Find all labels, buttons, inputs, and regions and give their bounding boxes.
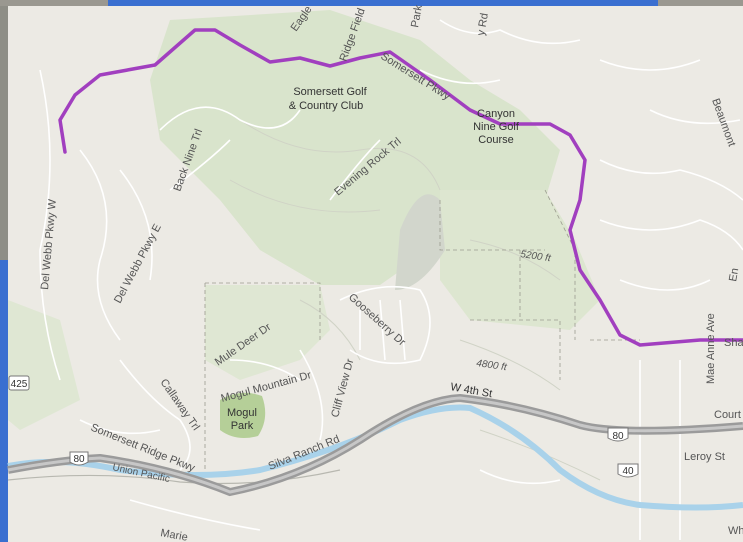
open-space-west bbox=[8, 300, 80, 430]
truckee-river bbox=[7, 404, 743, 511]
imagery-strip-top-right bbox=[658, 0, 743, 6]
label-canyon: Canyon bbox=[477, 108, 515, 120]
label-court: Court bbox=[714, 409, 741, 421]
label-marie: Marie bbox=[159, 527, 188, 542]
highlighted-route[interactable] bbox=[58, 28, 743, 347]
label-country-club: & Country Club bbox=[289, 100, 364, 112]
shield-sr425: 425 bbox=[8, 375, 30, 391]
interstate-80-center bbox=[7, 396, 743, 494]
label-en: En bbox=[727, 267, 741, 282]
label-elev-5200: 5200 ft bbox=[520, 249, 553, 264]
shield-us40: 40 bbox=[617, 463, 639, 478]
label-leroy: Leroy St bbox=[684, 451, 725, 463]
shield-i80-right: 80 bbox=[607, 427, 629, 442]
open-space-south bbox=[205, 285, 330, 380]
svg-text:80: 80 bbox=[73, 454, 85, 465]
label-park: Park bbox=[409, 4, 425, 29]
label-mae-anne: Mae Anne Ave bbox=[705, 313, 717, 384]
golf-course-area bbox=[150, 10, 560, 285]
label-nine-golf: Nine Golf bbox=[473, 121, 520, 133]
shield-i80-left: 80 bbox=[69, 451, 89, 466]
svg-text:40: 40 bbox=[622, 466, 634, 477]
label-somersett-golf: Somersett Golf bbox=[293, 86, 367, 98]
label-mogul: Mogul bbox=[227, 407, 257, 419]
frame-left bbox=[0, 0, 8, 542]
imagery-strip-top bbox=[0, 0, 108, 6]
mogul-park-area bbox=[220, 392, 266, 438]
street-network bbox=[39, 19, 743, 540]
label-key-rd: y Rd bbox=[475, 12, 491, 36]
label-wh: Wh bbox=[728, 525, 743, 537]
label-elev-4800: 4800 ft bbox=[476, 358, 509, 373]
label-sha: Sha bbox=[724, 337, 743, 349]
label-park-name: Park bbox=[231, 420, 254, 432]
parcel-boundaries bbox=[204, 189, 640, 470]
label-course: Course bbox=[478, 134, 513, 146]
svg-text:425: 425 bbox=[11, 379, 28, 390]
ridge-shading bbox=[395, 194, 445, 290]
terrain-contours bbox=[229, 119, 601, 481]
frame-top bbox=[108, 0, 658, 6]
svg-text:80: 80 bbox=[612, 431, 624, 442]
